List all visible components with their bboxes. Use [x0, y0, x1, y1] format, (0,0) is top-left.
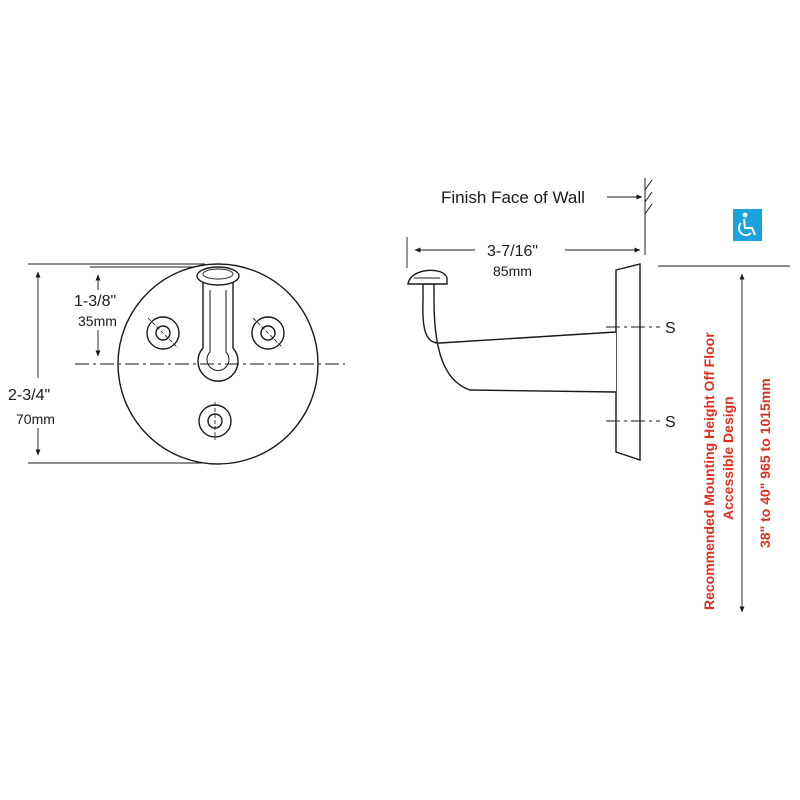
overall-height-dimension — [28, 263, 205, 464]
mounting-label-line2: Accessible Design — [720, 396, 736, 520]
rosette-plate — [117, 263, 319, 465]
hook-tip-side — [407, 269, 448, 285]
hook-center-imperial: 1-3/8" — [74, 293, 116, 310]
mounting-label-line1: Recommended Mounting Height Off Floor — [701, 332, 717, 610]
mounting-flange — [615, 263, 641, 461]
projection-imperial: 3-7/16" — [487, 243, 538, 260]
screw-hole-right — [251, 316, 285, 350]
overall-height-imperial: 2-3/4" — [8, 387, 50, 404]
wall-label: Finish Face of Wall — [441, 188, 585, 207]
wall-hatch — [644, 178, 653, 255]
front-view — [28, 263, 345, 465]
side-view — [406, 178, 790, 613]
hook-arm-side — [422, 283, 617, 393]
mounting-height-value: 38" to 40" 965 to 1015mm — [757, 378, 773, 548]
screw-hole-left — [146, 316, 180, 350]
projection-metric: 85mm — [493, 263, 532, 279]
projection-dimension — [406, 237, 641, 268]
screw-hole-bottom — [198, 402, 232, 440]
hook-arm-front — [197, 281, 239, 382]
mounting-height-dimension — [658, 265, 790, 613]
screw-mark-bottom: S — [665, 414, 676, 431]
screw-mark-top: S — [665, 320, 676, 337]
hook-center-metric: 35mm — [78, 313, 117, 329]
hook-center-dimension — [90, 266, 195, 357]
overall-height-metric: 70mm — [16, 411, 55, 427]
wheelchair-icon — [733, 209, 762, 241]
hook-cap-front — [196, 266, 240, 286]
